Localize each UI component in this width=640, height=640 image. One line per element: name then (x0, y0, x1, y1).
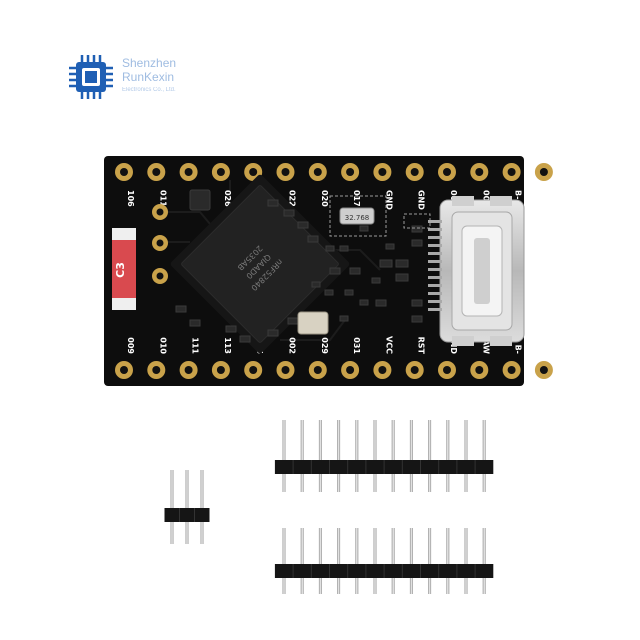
pin-label-bottom: B- (514, 345, 523, 354)
header-pin (318, 420, 322, 492)
pin-label-bottom: 113 (223, 337, 232, 354)
pin-label-bottom: B+ (546, 341, 555, 354)
pin-pad (502, 361, 521, 379)
pin-label-top: 020 (320, 190, 329, 207)
header-pin (464, 528, 468, 594)
pin-label-top: GND (384, 190, 393, 210)
pin-label-bottom: RAW (481, 333, 490, 354)
pin-label-bottom: 010 (158, 337, 167, 354)
pin-pad (534, 361, 553, 379)
pin-pad (405, 163, 424, 181)
pin-pad (438, 361, 456, 379)
header-pin (428, 420, 432, 492)
pin-label-bottom: 009 (126, 337, 135, 354)
inner-pads (152, 204, 168, 284)
pin-label-top: 017 (352, 190, 361, 207)
pin-label-top: 106 (126, 190, 135, 207)
header-pin (355, 528, 359, 594)
pin-pad (276, 163, 295, 181)
pin-header-12-top (274, 420, 494, 492)
header-pin (282, 528, 286, 594)
pin-label-bottom: 029 (320, 337, 329, 354)
pin-pad (502, 163, 521, 181)
pin-pad (534, 163, 553, 181)
pin-pad (179, 163, 198, 181)
header-pin (391, 420, 395, 492)
pin-pad (147, 361, 166, 379)
pin-pad (115, 163, 133, 181)
pin-pad (308, 163, 327, 181)
pin-label-bottom: VCC (384, 336, 393, 354)
pin-label-top: 006 (481, 190, 490, 207)
pin-pad (341, 163, 360, 181)
pin-pad (308, 361, 327, 379)
pin-label-top: B- (514, 190, 523, 199)
pin-header-12-bottom (274, 528, 494, 594)
header-pin (391, 528, 395, 594)
pin-pad (211, 163, 230, 181)
pin-label-top: 011 (158, 190, 167, 207)
brand-line-1: Shenzhen (122, 56, 177, 70)
header-pin (409, 420, 413, 492)
crystal-small (297, 311, 329, 335)
header-pin (170, 470, 174, 544)
header-pin (464, 420, 468, 492)
header-pin (373, 528, 377, 594)
crystal-marking: 32.768 (345, 214, 370, 222)
pin-pad (211, 361, 230, 379)
header-pin (337, 420, 341, 492)
header-pin (373, 420, 377, 492)
pin-label-bottom: 002 (288, 337, 297, 354)
pin-label-top: 026 (223, 190, 232, 207)
c3-badge: C3 (112, 228, 136, 310)
pin-header-3 (164, 470, 210, 544)
pin-pad (115, 361, 133, 379)
header-pin (446, 528, 450, 594)
brand-line-3: Electronics Co., Ltd. (122, 87, 176, 93)
header-pin (200, 470, 204, 544)
header-pin (409, 528, 413, 594)
header-pin (318, 528, 322, 594)
pin-label-bottom: RST (417, 337, 426, 355)
header-pin (300, 420, 304, 492)
brand-text: Shenzhen RunKexin Electronics Co., Ltd. (122, 57, 176, 93)
pin-pad (470, 361, 489, 379)
badge-text: C3 (114, 262, 127, 278)
pin-label-top: GND (417, 190, 426, 210)
pin-label-bottom: 031 (352, 337, 361, 354)
header-pin (355, 420, 359, 492)
pin-label-top: B+ (546, 190, 555, 203)
header-pin (482, 528, 486, 594)
header-pin (482, 420, 486, 492)
pin-pad (147, 163, 166, 181)
crystal-oscillator: 32.768 (339, 207, 375, 225)
pin-pad (179, 361, 198, 379)
chip-logo-icon (69, 55, 113, 99)
top-pin-row (115, 163, 553, 181)
pin-pad (438, 163, 456, 181)
pin-pad (341, 361, 360, 379)
pin-pad (470, 163, 489, 181)
company-logo: Shenzhen RunKexin Electronics Co., Ltd. (68, 54, 228, 104)
pin-label-top: 022 (288, 190, 297, 207)
smd-components (175, 189, 423, 343)
header-bar (164, 508, 210, 522)
brand-line-2: RunKexin (122, 70, 175, 84)
header-pin (300, 528, 304, 594)
header-pin (428, 528, 432, 594)
pin-pad (373, 361, 392, 379)
header-pin (282, 420, 286, 492)
pin-pad (276, 361, 295, 379)
header-pin (337, 528, 341, 594)
bottom-pin-row (115, 361, 553, 379)
pin-pad (373, 163, 392, 181)
header-pin (446, 420, 450, 492)
pin-label-bottom: 111 (191, 337, 200, 354)
pin-pad (405, 361, 424, 379)
header-pin (185, 470, 189, 544)
usb-c-connector (428, 196, 525, 346)
pin-pad (244, 361, 263, 379)
